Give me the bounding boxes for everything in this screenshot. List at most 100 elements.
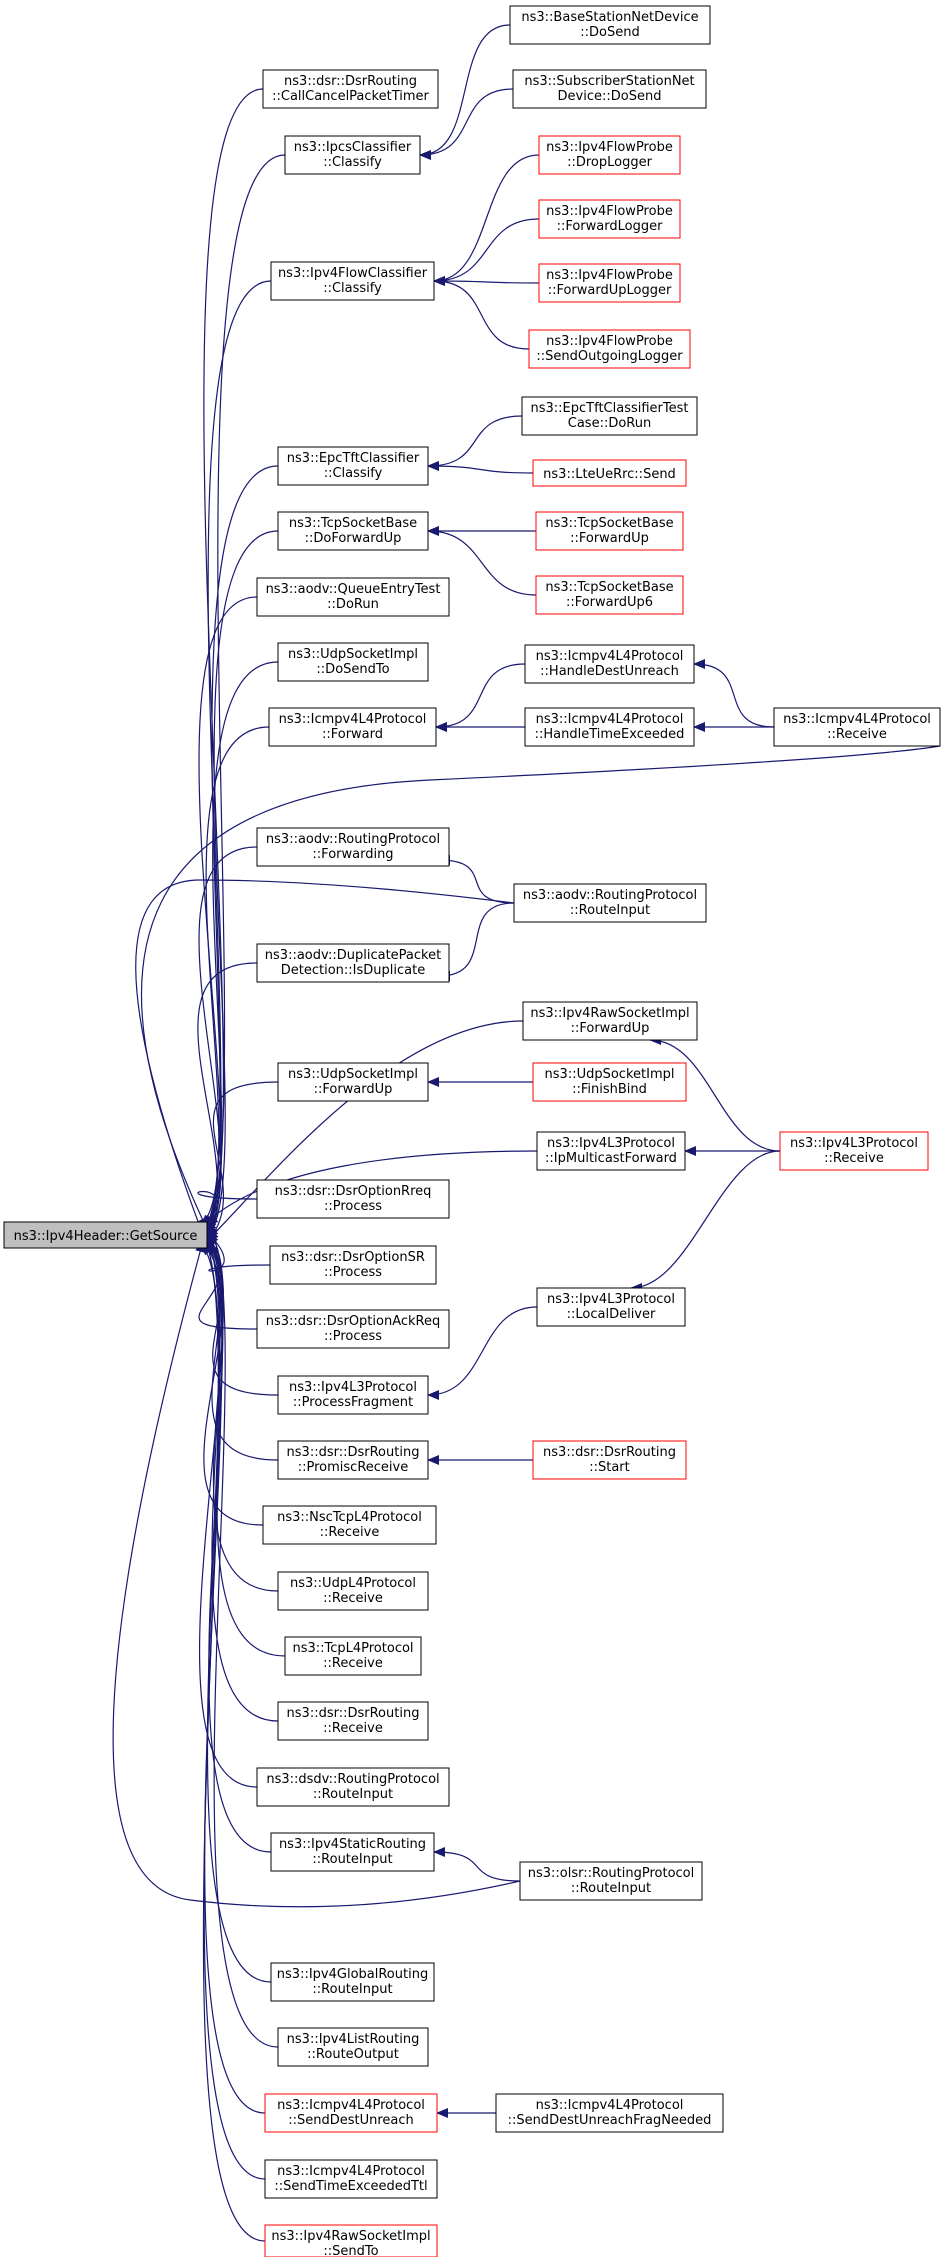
node-box <box>513 883 707 923</box>
node-box <box>536 1131 686 1171</box>
graph-node[interactable]: ns3::UdpL4Protocol::Receive <box>277 1571 429 1611</box>
node-box <box>522 1001 698 1041</box>
graph-node[interactable]: ns3::dsr::DsrOptionSR::Process <box>269 1245 437 1285</box>
graph-node[interactable]: ns3::dsr::DsrRouting::PromiscReceive <box>277 1440 429 1480</box>
node-label: ::Classify <box>323 155 382 170</box>
edge-n_olsr_ri-to-n_static_ri <box>433 1847 521 1882</box>
edge-n_aodv_dup-to-root <box>197 962 258 1239</box>
graph-node[interactable]: ns3::dsr::DsrRouting::Start <box>532 1440 687 1480</box>
graph-node[interactable]: ns3::IpcsClassifier::Classify <box>284 135 421 175</box>
node-label: ns3::Ipv4RawSocketImpl <box>271 2229 430 2244</box>
graph-node[interactable]: ns3::Ipv4RawSocketImpl::SendTo <box>264 2224 438 2257</box>
node-box <box>524 707 695 747</box>
graph-node[interactable]: ns3::TcpSocketBase::ForwardUp6 <box>535 575 684 615</box>
node-box <box>538 263 681 303</box>
node-label: Device::DoSend <box>558 89 662 104</box>
graph-node[interactable]: ns3::BaseStationNetDevice::DoSend <box>509 5 711 45</box>
graph-node[interactable]: ns3::dsdv::RoutingProtocol::RouteInput <box>256 1767 450 1807</box>
edge-n_icmp_sdu-to-root <box>204 1228 266 2114</box>
graph-node[interactable]: ns3::Ipv4FlowProbe::DropLogger <box>538 135 681 175</box>
edge-n_raw_fwdup-to-root <box>206 1020 524 1242</box>
graph-node[interactable]: ns3::Ipv4L3Protocol::ProcessFragment <box>277 1375 429 1415</box>
graph-node[interactable]: ns3::Icmpv4L4Protocol::Receive <box>773 707 941 747</box>
graph-node[interactable]: ns3::dsr::DsrOptionAckReq::Process <box>256 1309 450 1349</box>
graph-node[interactable]: ns3::aodv::RoutingProtocol::RouteInput <box>513 883 707 923</box>
graph-node[interactable]: ns3::Ipv4FlowProbe::ForwardLogger <box>538 199 681 239</box>
node-label: ::DoForwardUp <box>305 531 402 546</box>
graph-node[interactable]: ns3::dsr::DsrOptionRreq::Process <box>256 1179 450 1219</box>
graph-node[interactable]: ns3::Ipv4GlobalRouting::RouteInput <box>270 1962 435 2002</box>
graph-node[interactable]: ns3::aodv::DuplicatePacketDetection::IsD… <box>256 943 450 983</box>
node-label: ns3::UdpSocketImpl <box>288 1067 418 1082</box>
graph-node[interactable]: ns3::Ipv4L3Protocol::Receive <box>779 1131 929 1171</box>
node-label: ::DoSend <box>580 25 639 40</box>
graph-node[interactable]: ns3::LteUeRrc::Send <box>532 459 687 487</box>
node-box <box>3 1221 208 1249</box>
node-box <box>277 1375 429 1415</box>
node-label: ns3::Ipv4RawSocketImpl <box>530 1006 689 1021</box>
edge-n_icmp_fwd-to-root <box>200 726 270 1227</box>
node-box <box>773 707 941 747</box>
node-label: ::SendTo <box>323 2244 378 2257</box>
graph-node[interactable]: ns3::olsr::RoutingProtocol::RouteInput <box>519 1861 703 1901</box>
node-box <box>532 459 687 487</box>
graph-node[interactable]: ns3::EpcTftClassifier::Classify <box>277 446 429 486</box>
edge-n_tcp_dofwd-to-root <box>206 530 279 1239</box>
graph-node[interactable]: ns3::Icmpv4L4Protocol::SendDestUnreachFr… <box>495 2093 724 2133</box>
graph-node[interactable]: ns3::Ipv4L3Protocol::IpMulticastForward <box>536 1131 686 1171</box>
node-label: ns3::dsdv::RoutingProtocol <box>266 1772 439 1787</box>
graph-node[interactable]: ns3::Ipv4ListRouting::RouteOutput <box>277 2027 429 2067</box>
graph-node[interactable]: ns3::aodv::RoutingProtocol::Forwarding <box>256 827 450 867</box>
graph-node[interactable]: ns3::Ipv4FlowProbe::SendOutgoingLogger <box>528 329 691 369</box>
node-label: ::Receive <box>320 1525 380 1540</box>
node-label: Detection::IsDuplicate <box>281 963 425 978</box>
graph-node[interactable]: ns3::Icmpv4L4Protocol::SendDestUnreach <box>264 2093 438 2133</box>
node-box <box>277 1571 429 1611</box>
node-box <box>284 1636 422 1676</box>
node-label: ::Process <box>324 1329 382 1344</box>
node-box <box>277 1701 429 1741</box>
graph-node[interactable]: ns3::Ipv4L3Protocol::LocalDeliver <box>536 1287 686 1327</box>
node-box <box>270 1962 435 2002</box>
node-box <box>270 261 435 301</box>
node-label: ns3::Icmpv4L4Protocol <box>277 2098 425 2113</box>
node-label: ::ProcessFragment <box>293 1395 413 1410</box>
node-box <box>512 69 707 109</box>
graph-node[interactable]: ns3::UdpSocketImpl::DoSendTo <box>277 642 429 682</box>
graph-node[interactable]: ns3::UdpSocketImpl::ForwardUp <box>277 1062 429 1102</box>
graph-node[interactable]: ns3::Ipv4FlowProbe::ForwardUpLogger <box>538 263 681 303</box>
edge-n_dsr_promisc-to-root <box>200 1240 279 1461</box>
graph-node[interactable]: ns3::Icmpv4L4Protocol::Forward <box>268 707 437 747</box>
graph-node[interactable]: ns3::aodv::QueueEntryTest::DoRun <box>256 577 450 617</box>
edge-n_icmp_hdu-to-n_icmp_fwd <box>435 663 526 732</box>
node-label: ::SendOutgoingLogger <box>536 349 683 364</box>
graph-node[interactable]: ns3::Ipv4RawSocketImpl::ForwardUp <box>522 1001 698 1041</box>
graph-node[interactable]: ns3::Ipv4StaticRouting::RouteInput <box>270 1832 435 1872</box>
node-box <box>256 1179 450 1219</box>
edge-n_raw_sendto-to-root <box>200 1234 266 2242</box>
edge-n_fp_fwd-to-n_flowcls <box>433 218 540 286</box>
node-box <box>277 446 429 486</box>
node-label: ns3::TcpSocketBase <box>545 516 673 531</box>
graph-node[interactable]: ns3::UdpSocketImpl::FinishBind <box>532 1062 687 1102</box>
node-label: ::Forwarding <box>312 847 393 862</box>
edge-n_lte_send-to-n_epc <box>427 461 534 474</box>
root-node[interactable]: ns3::Ipv4Header::GetSource <box>3 1221 208 1249</box>
node-label: ::RouteInput <box>570 903 650 918</box>
graph-node[interactable]: ns3::Icmpv4L4Protocol::SendTimeExceededT… <box>264 2159 438 2199</box>
graph-node[interactable]: ns3::TcpSocketBase::ForwardUp <box>535 511 684 551</box>
node-box <box>256 827 450 867</box>
graph-node[interactable]: ns3::Icmpv4L4Protocol::HandleTimeExceede… <box>524 707 695 747</box>
node-box <box>270 1832 435 1872</box>
graph-node[interactable]: ns3::dsr::DsrRouting::Receive <box>277 1701 429 1741</box>
graph-node[interactable]: ns3::NscTcpL4Protocol::Receive <box>262 1505 437 1545</box>
graph-node[interactable]: ns3::Ipv4FlowClassifier::Classify <box>270 261 435 301</box>
graph-node[interactable]: ns3::TcpSocketBase::DoForwardUp <box>277 511 429 551</box>
graph-node[interactable]: ns3::dsr::DsrRouting::CallCancelPacketTi… <box>262 69 439 109</box>
graph-node[interactable]: ns3::TcpL4Protocol::Receive <box>284 1636 422 1676</box>
graph-node[interactable]: ns3::Icmpv4L4Protocol::HandleDestUnreach <box>524 644 695 684</box>
node-label: ns3::Ipv4L3Protocol <box>289 1380 417 1395</box>
node-box <box>277 511 429 551</box>
